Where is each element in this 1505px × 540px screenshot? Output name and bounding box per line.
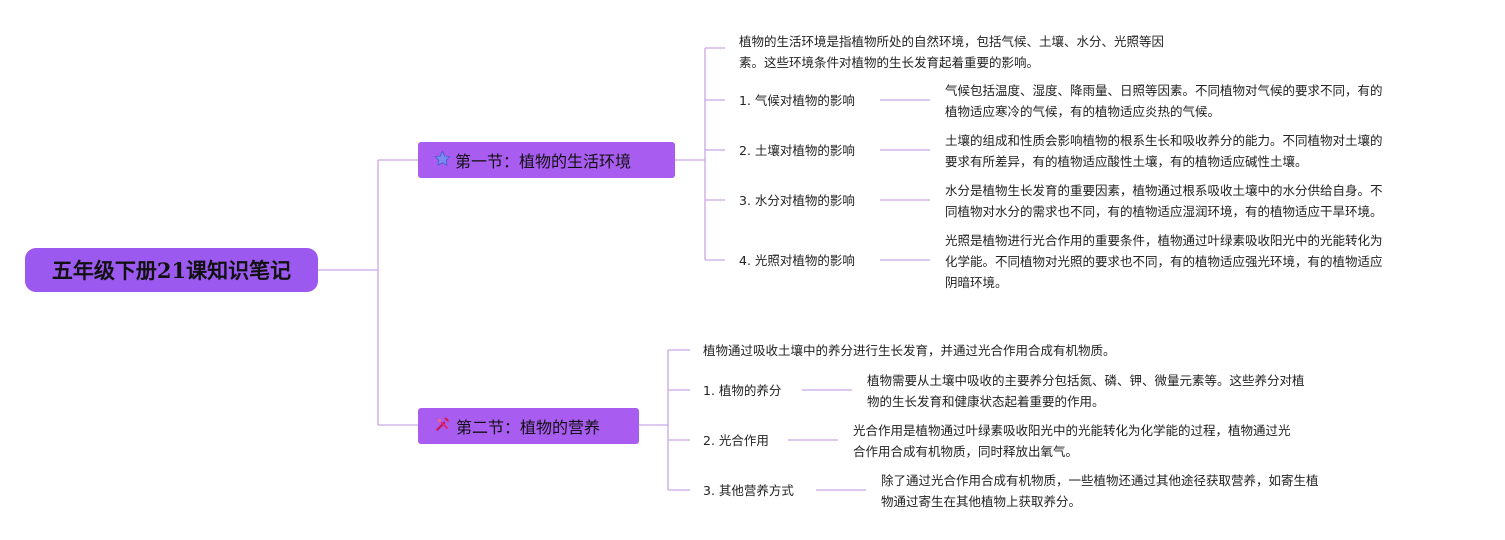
section2-item-photosynthesis[interactable]: 2. 光合作用 bbox=[703, 433, 769, 448]
section1-item-light[interactable]: 4. 光照对植物的影响 bbox=[739, 253, 855, 268]
section1-item-climate[interactable]: 1. 气候对植物的影响 bbox=[739, 93, 855, 108]
section1-title: 第一节：植物的生活环境 bbox=[455, 152, 632, 171]
root-node[interactable]: 五年级下册21课知识笔记 bbox=[25, 248, 318, 292]
section1-item-water[interactable]: 3. 水分对植物的影响 bbox=[739, 193, 855, 208]
section2-item-nutrients-detail: 植物需要从土壤中吸收的主要养分包括氮、磷、钾、微量元素等。这些养分对植物的生长发… bbox=[867, 373, 1305, 409]
section2-node[interactable]: 第二节：植物的营养 bbox=[418, 408, 639, 444]
section2-intro: 植物通过吸收土壤中的养分进行生长发育，并通过光合作用合成有机物质。 bbox=[703, 343, 1116, 358]
section1-item-water-detail: 水分是植物生长发育的重要因素，植物通过根系吸收土壤中的水分供给自身。不同植物对水… bbox=[945, 183, 1383, 219]
section2-item-photosynthesis-detail: 光合作用是植物通过叶绿素吸收阳光中的光能转化为化学能的过程，植物通过光合作用合成… bbox=[853, 423, 1291, 459]
section2-item-other-detail: 除了通过光合作用合成有机物质，一些植物还通过其他途径获取营养，如寄生植物通过寄生… bbox=[881, 473, 1319, 509]
tools-icon bbox=[434, 415, 452, 437]
section2-title: 第二节：植物的营养 bbox=[456, 418, 601, 437]
section1-node[interactable]: 第一节：植物的生活环境 bbox=[418, 142, 675, 178]
section1-item-light-detail: 光照是植物进行光合作用的重要条件，植物通过叶绿素吸收阳光中的光能转化为化学能。不… bbox=[945, 233, 1383, 290]
section2-item-other[interactable]: 3. 其他营养方式 bbox=[703, 483, 794, 498]
root-title: 五年级下册21课知识笔记 bbox=[51, 258, 292, 283]
section2-item-nutrients[interactable]: 1. 植物的养分 bbox=[703, 383, 782, 398]
section1-item-soil[interactable]: 2. 土壤对植物的影响 bbox=[739, 143, 855, 158]
star-icon bbox=[434, 149, 451, 171]
section1-intro: 植物的生活环境是指植物所处的自然环境，包括气候、土壤、水分、光照等因素。这些环境… bbox=[739, 34, 1165, 70]
section1-item-climate-detail: 气候包括温度、湿度、降雨量、日照等因素。不同植物对气候的要求不同，有的植物适应寒… bbox=[945, 83, 1383, 119]
section1-item-soil-detail: 土壤的组成和性质会影响植物的根系生长和吸收养分的能力。不同植物对土壤的要求有所差… bbox=[945, 133, 1383, 169]
